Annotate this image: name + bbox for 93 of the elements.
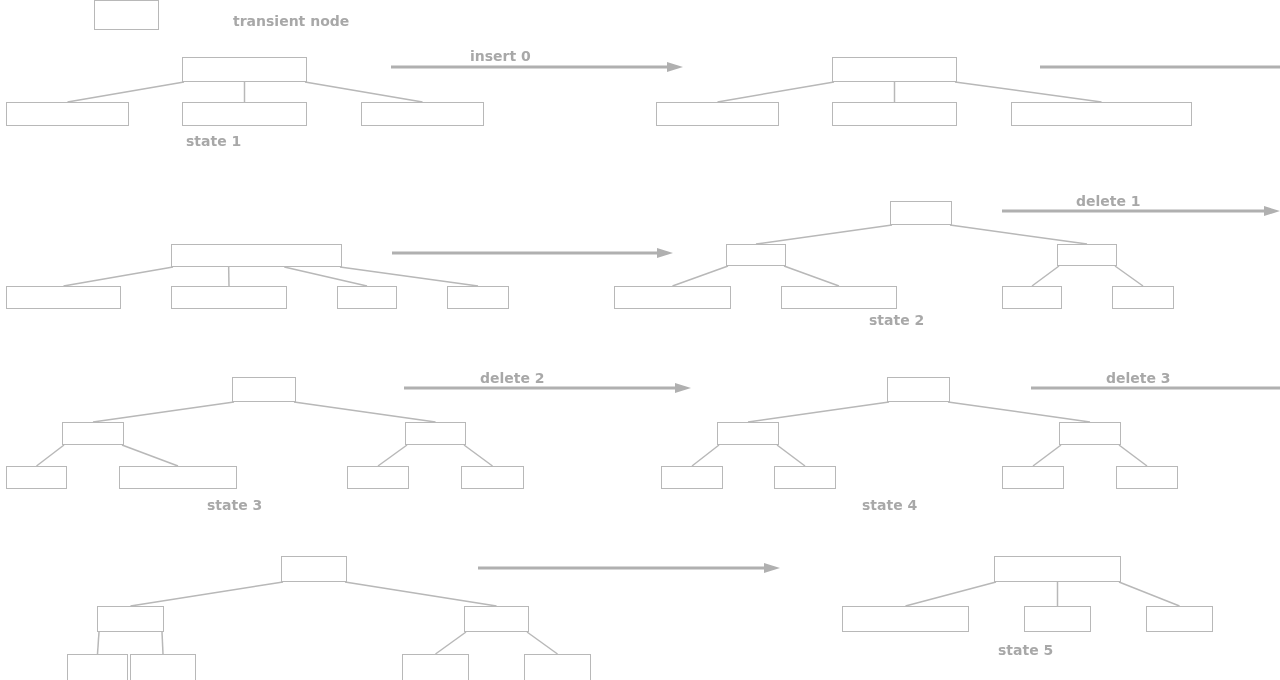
tree-node-box: [347, 466, 409, 489]
tree-edge: [1031, 265, 1060, 287]
tree-edge: [893, 81, 896, 103]
caption-text: insert 0: [470, 48, 531, 64]
tree-edge: [1114, 265, 1144, 287]
tree-edge: [283, 266, 368, 287]
tree-node-box: [661, 466, 723, 489]
tree-node-box: [842, 606, 969, 632]
tree-node-box: [6, 102, 129, 126]
tree-edge: [1118, 581, 1181, 607]
tree-edge: [1032, 444, 1062, 467]
tree-node-box: [405, 422, 466, 445]
tree-node-box: [994, 556, 1121, 582]
caption-text: transient node: [233, 13, 350, 29]
tree-node-box: [182, 102, 307, 126]
tree-edge: [377, 444, 408, 467]
tree-node-box: [62, 422, 124, 445]
tree-edge: [671, 265, 729, 287]
tree-node-box: [281, 556, 347, 582]
tree-edge: [339, 266, 479, 287]
tree-node-box: [524, 654, 591, 680]
tree-edge: [755, 224, 893, 245]
tree-edge: [954, 81, 1103, 103]
tree-edge: [691, 444, 720, 467]
tree-node-box: [717, 422, 779, 445]
tree-node-box: [832, 102, 957, 126]
tree-node-box: [890, 201, 952, 225]
caption-text: state 3: [207, 497, 263, 513]
tree-node-box: [464, 606, 529, 632]
tree-node-box: [171, 244, 342, 267]
tree-edge: [526, 631, 559, 655]
caption-text: state 5: [998, 642, 1054, 658]
caption-text: delete 3: [1106, 370, 1171, 386]
tree-edge: [947, 401, 1091, 423]
caption-text: state 1: [186, 133, 242, 149]
tree-node-box: [119, 466, 237, 489]
tree-node-box: [67, 654, 128, 680]
tree-edge: [92, 401, 235, 423]
tree-node-box: [6, 466, 67, 489]
tree-node-box: [447, 286, 509, 309]
tree-edge: [1118, 444, 1148, 467]
caption-text: delete 1: [1076, 193, 1141, 209]
tree-node-box: [6, 286, 121, 309]
tree-edge: [1056, 581, 1059, 607]
tree-node-box: [1112, 286, 1174, 309]
tree-edge: [227, 266, 230, 287]
tree-edge: [783, 265, 840, 287]
tree-edge: [243, 81, 246, 103]
tree-node-box: [232, 377, 296, 402]
tree-node-box: [726, 244, 786, 266]
tree-node-box: [361, 102, 484, 126]
tree-node-box: [781, 286, 897, 309]
caption-text: state 4: [862, 497, 918, 513]
tree-node-box: [1011, 102, 1192, 126]
tree-node-box: [1116, 466, 1178, 489]
caption-text: state 2: [869, 312, 925, 328]
tree-node-box: [1024, 606, 1091, 632]
tree-edge: [304, 81, 424, 103]
tree-edge: [949, 224, 1088, 245]
tree-node-box: [182, 57, 307, 82]
tree-edge: [776, 444, 806, 467]
tree-edge: [904, 581, 997, 607]
tree-node-box: [130, 654, 196, 680]
tree-edge: [716, 81, 835, 103]
tree-node-box: [614, 286, 731, 309]
caption-text: delete 2: [480, 370, 545, 386]
tree-node-box: [656, 102, 779, 126]
tree-edge: [35, 444, 65, 467]
tree-node-box: [1002, 466, 1064, 489]
tree-node-box: [1002, 286, 1062, 309]
tree-node-box: [461, 466, 524, 489]
tree-edge: [66, 81, 185, 103]
tree-edge: [129, 581, 284, 607]
tree-node-box: [774, 466, 836, 489]
tree-node-box: [1146, 606, 1213, 632]
tree-edge: [62, 266, 174, 287]
tree-node-box: [94, 0, 159, 30]
tree-node-box: [97, 606, 164, 632]
tree-node-box: [1057, 244, 1117, 266]
tree-edge: [434, 631, 467, 655]
tree-node-box: [887, 377, 950, 402]
tree-edge: [344, 581, 498, 607]
tree-edge: [96, 631, 100, 655]
tree-edge: [747, 401, 890, 423]
tree-node-box: [171, 286, 287, 309]
tree-edge: [293, 401, 437, 423]
tree-node-box: [1059, 422, 1121, 445]
tree-node-box: [402, 654, 469, 680]
tree-edge: [161, 631, 164, 655]
tree-node-box: [337, 286, 397, 309]
tree-edge: [463, 444, 494, 467]
tree-edge: [121, 444, 179, 467]
tree-node-box: [832, 57, 957, 82]
